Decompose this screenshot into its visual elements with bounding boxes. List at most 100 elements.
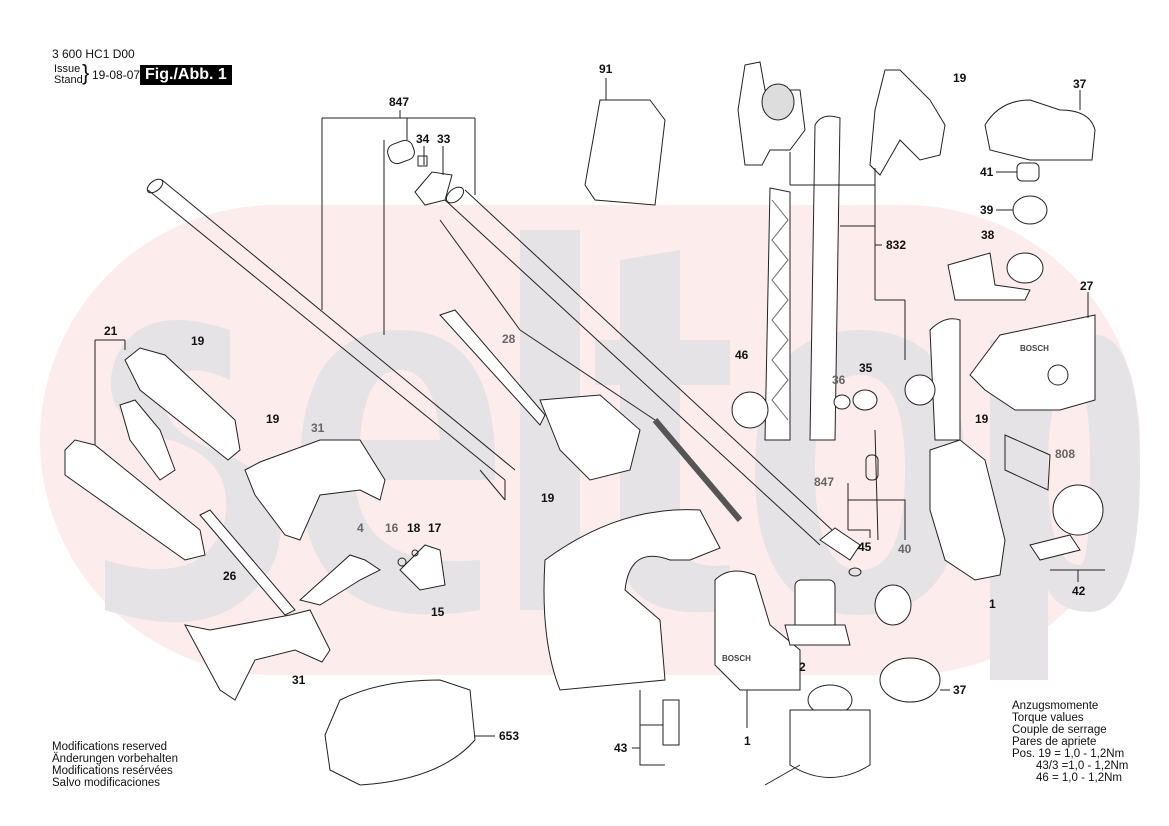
clamp-33	[414, 171, 453, 206]
spring-34	[417, 155, 428, 167]
part-label-33: 33	[437, 132, 451, 146]
handle-frame-31	[244, 439, 386, 541]
clamp-housing-37	[984, 90, 1096, 161]
spool-cap-37	[879, 657, 950, 703]
torque-row-46: 46 = 1,0 - 1,2Nm	[1036, 772, 1122, 784]
battery-charger	[324, 679, 495, 786]
housing-plate-46	[731, 391, 769, 429]
part-label-31-grip: 31	[292, 673, 306, 687]
battery-pack	[584, 78, 666, 206]
part-label-19: 19	[953, 71, 967, 85]
grip-sleeve-upright	[764, 187, 791, 441]
lever-4	[298, 554, 381, 606]
part-label-808: 808	[1055, 447, 1076, 461]
part-label-38: 38	[981, 228, 995, 242]
part-label-27: 27	[1080, 279, 1094, 293]
part-label-832: 832	[886, 238, 907, 252]
brace-glyph: }	[82, 60, 90, 85]
issue-date: 19-08-07	[92, 68, 141, 82]
part-label-18: 18	[407, 521, 421, 535]
figure-badge: Fig./Abb. 1	[140, 65, 232, 85]
grass-guard	[543, 509, 721, 691]
end-cap-part	[387, 139, 415, 165]
wheel-42	[1029, 484, 1105, 582]
upright-tube-832	[789, 115, 906, 441]
note-fr: Modifications resérvées	[52, 765, 173, 777]
coupler-45	[819, 527, 862, 577]
switch-17	[397, 544, 446, 591]
torque-title-de: Anzugsmomente	[1012, 700, 1099, 712]
note-de: Änderungen vorbehalten	[52, 753, 178, 765]
torque-title-en: Torque values	[1012, 712, 1084, 724]
part-label-45: 45	[858, 540, 872, 554]
part-label-15: 15	[431, 605, 445, 619]
guard-logo: BOSCH	[1020, 344, 1049, 353]
knob-35	[852, 389, 878, 411]
part-label-28: 28	[502, 332, 516, 346]
torque-values-block: Anzugsmomente Torque values Couple de se…	[1012, 700, 1128, 784]
stand-label: Stand	[54, 74, 83, 86]
handle-half-21	[64, 339, 241, 561]
part-label-91: 91	[599, 62, 613, 76]
document-code: 3 600 HC1 D00	[52, 47, 135, 61]
torque-title-es: Pares de apriete	[1012, 736, 1097, 748]
part-label-46: 46	[735, 348, 749, 362]
spring-41	[996, 162, 1040, 182]
torque-row-43-3: 43/3 =1,0 - 1,2Nm	[1036, 760, 1129, 772]
part-label-4: 4	[357, 521, 364, 535]
part-label-19-left: 19	[191, 334, 205, 348]
spool	[764, 684, 871, 786]
part-label-19-right: 19	[975, 412, 989, 426]
part-label-653: 653	[499, 729, 520, 743]
top-handle-left	[737, 61, 806, 166]
label-808	[1004, 434, 1051, 491]
collar-40	[874, 584, 912, 626]
note-en: Modifications reserved	[52, 741, 168, 753]
rear-grip-31	[184, 609, 331, 701]
part-label-41: 41	[980, 165, 994, 179]
motor-2	[784, 579, 851, 646]
part-label-37-cap: 37	[953, 683, 967, 697]
part-label-36: 36	[832, 373, 846, 387]
part-label-43: 43	[614, 741, 628, 755]
part-label-42: 42	[1072, 584, 1086, 598]
part-label-40: 40	[898, 542, 912, 556]
nut-36	[833, 394, 851, 410]
part-label-19-lower: 19	[541, 491, 555, 505]
watermark-letter-p	[990, 334, 1140, 680]
modifications-note: Modifications reserved Änderungen vorbeh…	[52, 741, 178, 789]
motor-housing-1	[714, 570, 801, 728]
part-label-847: 847	[389, 95, 410, 109]
lower-shaft-tube	[146, 178, 516, 501]
leader-847-top	[321, 110, 476, 335]
clip-43	[632, 690, 680, 766]
part-label-16: 16	[385, 521, 399, 535]
torque-row-19: Pos. 19 = 1,0 - 1,2Nm	[1012, 748, 1125, 760]
part-label-34: 34	[416, 132, 430, 146]
knob-39	[996, 195, 1048, 225]
part-label-1-motor: 1	[744, 734, 751, 748]
part-label-26: 26	[223, 569, 237, 583]
top-handle-right	[869, 69, 946, 176]
issue-stand-label: Issue Stand	[54, 64, 83, 86]
part-label-31-handle: 31	[311, 421, 325, 435]
pcb-part	[119, 399, 176, 481]
part-label-19-mid: 19	[266, 412, 280, 426]
part-label-37: 37	[1073, 77, 1087, 91]
housing-1-upper	[929, 439, 1006, 581]
lever-38	[947, 252, 1044, 301]
watermark-letter-e	[300, 330, 496, 615]
switch-rod-26	[199, 509, 296, 616]
upper-shaft-tube	[444, 186, 833, 546]
wire-harness-847	[847, 429, 906, 541]
torque-title-fr: Couple de serrage	[1012, 724, 1107, 736]
grip-sleeve-28	[439, 309, 641, 481]
housing-logo: BOSCH	[722, 654, 751, 663]
part-label-1-housing: 1	[989, 597, 996, 611]
bracket-part	[904, 318, 961, 441]
part-label-17: 17	[428, 521, 442, 535]
note-es: Salvo modificaciones	[52, 777, 161, 789]
cover-27	[969, 292, 1096, 411]
part-label-847-harness: 847	[814, 475, 835, 489]
